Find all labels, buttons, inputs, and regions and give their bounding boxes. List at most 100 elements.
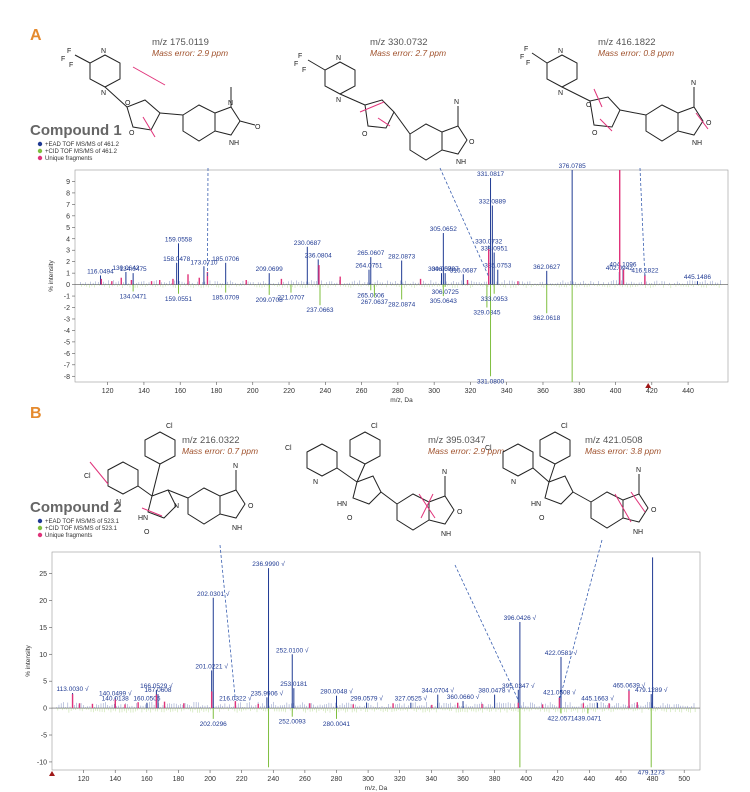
legend-a-unique: Unique fragments (45, 156, 92, 162)
svg-text:O: O (586, 102, 592, 109)
panel-letter-a: A (30, 27, 42, 44)
legend-a: +EAD TOF MS/MS of 461.2 +CID TOF MS/MS o… (37, 141, 120, 162)
ead-peak-label: 416.1822 (631, 267, 658, 274)
ead-peak-label: 299.0579 √ (350, 695, 383, 703)
ead-peak-label: 445.1486 (684, 274, 711, 281)
svg-text:N: N (233, 463, 238, 470)
legend-a-ead: +EAD TOF MS/MS of 461.2 (45, 142, 120, 148)
ead-peak-label: 159.0558 (165, 236, 192, 243)
ead-peak-label: 362.0627 (533, 264, 560, 271)
plot-frame (51, 551, 701, 771)
x-axis-title: m/z, Da (365, 785, 388, 792)
fragment-a1-mz: m/z 175.0119 (152, 37, 209, 48)
y-axis-title: % intensity (25, 645, 32, 677)
y-tick-label: 15 (39, 625, 47, 632)
x-tick-label: 220 (283, 388, 295, 395)
cid-peak-label: 202.0296 (200, 721, 227, 728)
svg-text:O: O (539, 515, 545, 522)
ead-peak-label: 282.0873 (388, 254, 415, 261)
x-tick-label: 260 (356, 388, 368, 395)
ead-peak-label: 395.0347 √ (502, 682, 535, 690)
legend-b: +EAD TOF MS/MS of 523.1 +CID TOF MS/MS o… (37, 518, 120, 539)
svg-text:F: F (294, 61, 298, 68)
svg-text:O: O (592, 130, 598, 137)
ead-peak-label: 116.0494 (87, 268, 114, 275)
cid-peak-label: 306.0725 (432, 289, 459, 296)
fragment-a1-error: Mass error: 2.9 ppm (152, 48, 228, 58)
svg-text:N: N (101, 48, 106, 55)
svg-text:Cl: Cl (561, 423, 568, 430)
fragment-a2-error: Mass error: 2.7 ppm (370, 48, 446, 58)
x-tick-label: 200 (204, 776, 216, 783)
ead-peak-label: 396.0426 √ (504, 614, 537, 622)
legend-b-unique: Unique fragments (45, 533, 92, 539)
x-tick-label: 160 (174, 388, 186, 395)
svg-text:N: N (454, 99, 459, 106)
cid-peak-label: 479.1273 (638, 769, 665, 776)
svg-text:O: O (469, 139, 475, 146)
svg-text:N: N (336, 97, 341, 104)
svg-text:Cl: Cl (166, 423, 173, 430)
ead-peak-label: 216.0322 √ (219, 695, 252, 703)
svg-text:N: N (313, 479, 318, 486)
x-tick-label: 400 (520, 776, 532, 783)
svg-text:N: N (116, 499, 121, 506)
plot-frame (74, 169, 729, 383)
svg-text:F: F (61, 56, 65, 63)
y-tick-label: 9 (66, 179, 70, 186)
ead-peak-label: 252.0100 √ (276, 646, 309, 654)
fragment-link-line (639, 167, 646, 277)
cid-peak-label: 422.0571 (547, 715, 574, 722)
svg-text:NH: NH (633, 529, 643, 536)
ead-peak-label: 265.0607 (357, 250, 384, 257)
legend-a-unique-marker (37, 155, 43, 161)
ead-peak-label: 201.0221 √ (195, 662, 228, 670)
y-tick-label: 1 (66, 271, 70, 278)
x-tick-label: 280 (331, 776, 343, 783)
svg-text:O: O (362, 131, 368, 138)
ead-peak-label: 316.0687 (450, 267, 477, 274)
y-tick-label: 0 (43, 706, 47, 713)
x-tick-label: 180 (173, 776, 185, 783)
cid-peak-label: 362.0618 (533, 315, 560, 322)
svg-text:O: O (651, 507, 657, 514)
svg-text:N: N (511, 479, 516, 486)
y-tick-label: -4 (64, 328, 70, 335)
x-tick-label: 300 (428, 388, 440, 395)
y-tick-label: 20 (39, 598, 47, 605)
x-tick-label: 280 (392, 388, 404, 395)
x-tick-label: 380 (489, 776, 501, 783)
ead-peak-label: 236.9990 √ (252, 560, 285, 568)
x-tick-label: 440 (682, 388, 694, 395)
fragment-link-line (439, 167, 490, 277)
x-tick-label: 380 (573, 388, 585, 395)
x-tick-label: 300 (362, 776, 374, 783)
y-tick-label: 2 (66, 259, 70, 266)
ead-peak-label: 185.0706 (212, 256, 239, 263)
svg-text:O: O (129, 130, 135, 137)
ead-peak-label: 445.1663 √ (581, 695, 614, 703)
y-tick-label: -7 (64, 362, 70, 369)
ead-peak-label: 360.0660 √ (447, 693, 480, 701)
y-tick-label: -2 (64, 305, 70, 312)
cid-peak-label: 159.0551 (165, 296, 192, 303)
svg-text:HN: HN (337, 501, 347, 508)
ead-peak-label: 333.0951 (481, 246, 508, 253)
x-tick-label: 420 (552, 776, 564, 783)
y-tick-label: 7 (66, 202, 70, 209)
ead-peak-label: 404.1096 (609, 262, 636, 269)
svg-text:NH: NH (692, 140, 702, 147)
ead-peak-label: 306.0727 (432, 266, 459, 273)
fragment-link-line (559, 539, 603, 701)
cid-peak-label: 209.0708 (256, 297, 283, 304)
y-axis-title: % intensity (48, 260, 55, 292)
y-tick-label: 6 (66, 213, 70, 220)
cid-peak-label: 329.0845 (473, 310, 500, 317)
y-tick-label: -1 (64, 294, 70, 301)
fragment-a2-mz: m/z 330.0732 (370, 37, 428, 48)
